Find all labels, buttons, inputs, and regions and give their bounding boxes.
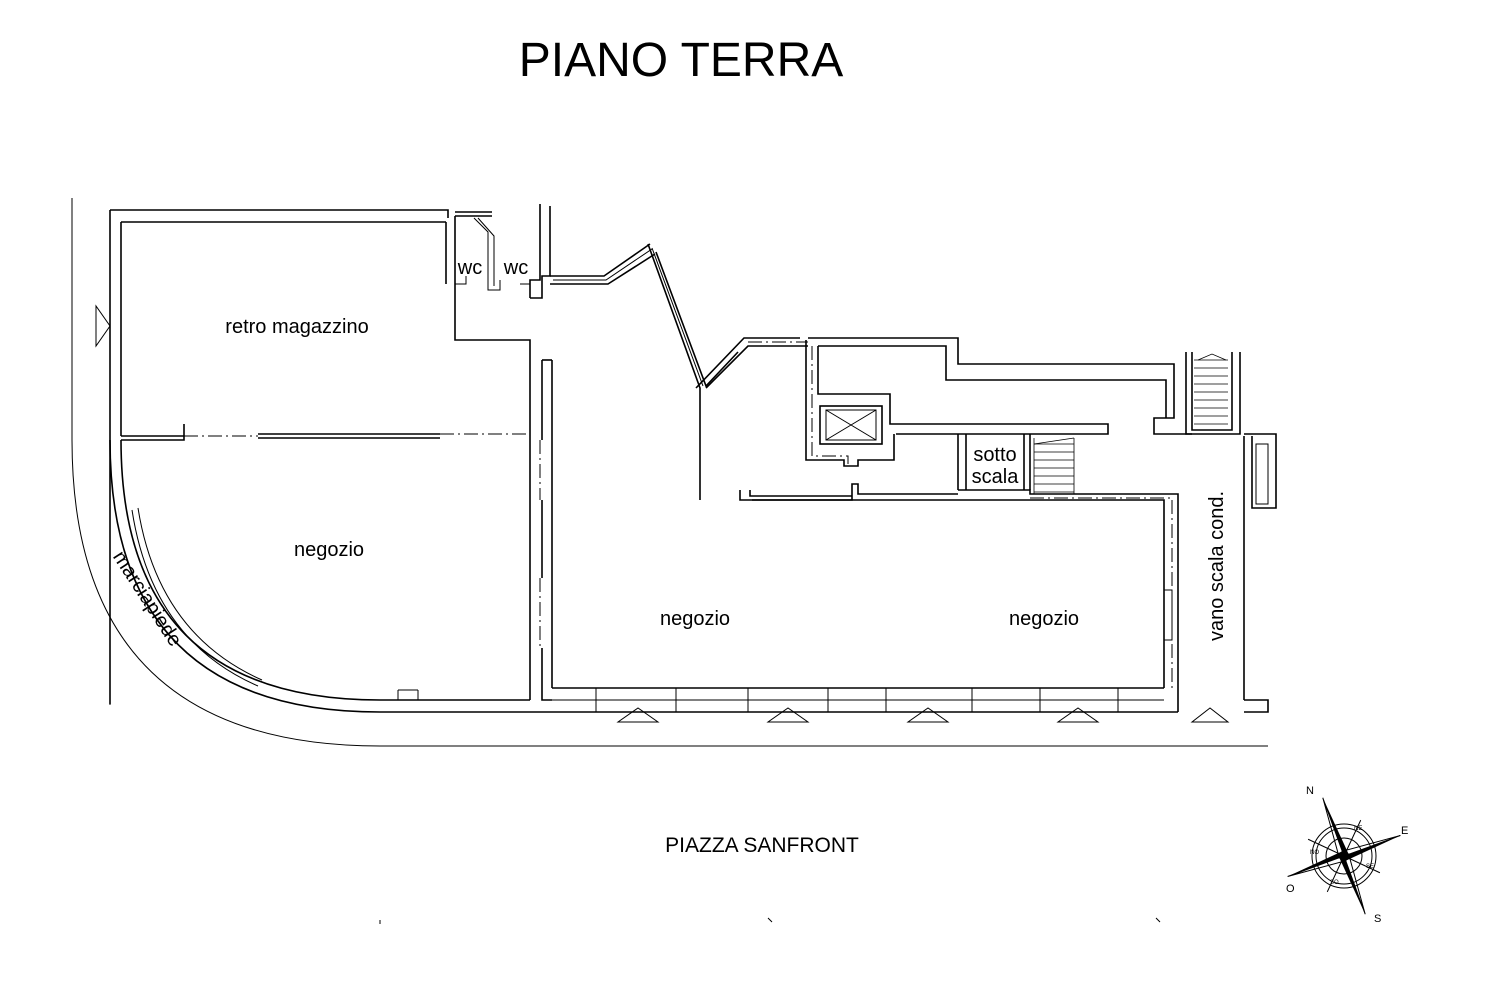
compass-rose: N E S O NE SE SO NO [1286,785,1408,925]
plan-title: PIANO TERRA [519,34,844,87]
room-label-wc-left: wc [457,257,482,279]
street-label: PIAZZA SANFRONT [665,834,859,857]
compass-ne: NE [1354,826,1362,832]
compass-s: S [1374,913,1381,925]
room-label-negozio-corner: negozio [294,539,364,561]
stair-under [1033,437,1075,494]
stair-vano [1194,353,1228,425]
entrance-marker-4 [1056,707,1100,723]
entrance-marker-3 [906,707,950,723]
compass-so: SO [1330,880,1339,886]
compass-e: E [1401,825,1408,837]
entrance-marker-1 [616,707,660,723]
room-label-sotto: sotto [973,444,1016,466]
entrance-marker-5 [1190,707,1230,723]
building-walls [109,204,1277,723]
room-label-scala: scala [972,466,1020,488]
sidewalk-label: marciapiede [108,547,186,650]
room-label-negozio-center: negozio [660,608,730,630]
room-label-vano-scala: vano scala cond. [1206,491,1228,641]
compass-se: SE [1366,864,1374,870]
sidewalk-outer-edge [71,198,1268,747]
compass-no: NO [1310,850,1319,856]
compass-n: N [1306,785,1314,797]
room-label-wc-right: wc [503,257,528,279]
room-label-retro-magazzino: retro magazzino [225,316,368,338]
entrance-marker-2 [766,707,810,723]
entrance-marker-left [95,304,111,348]
compass-o: O [1286,883,1295,895]
room-label-negozio-right: negozio [1009,608,1079,630]
elevator-shaft [819,405,883,445]
